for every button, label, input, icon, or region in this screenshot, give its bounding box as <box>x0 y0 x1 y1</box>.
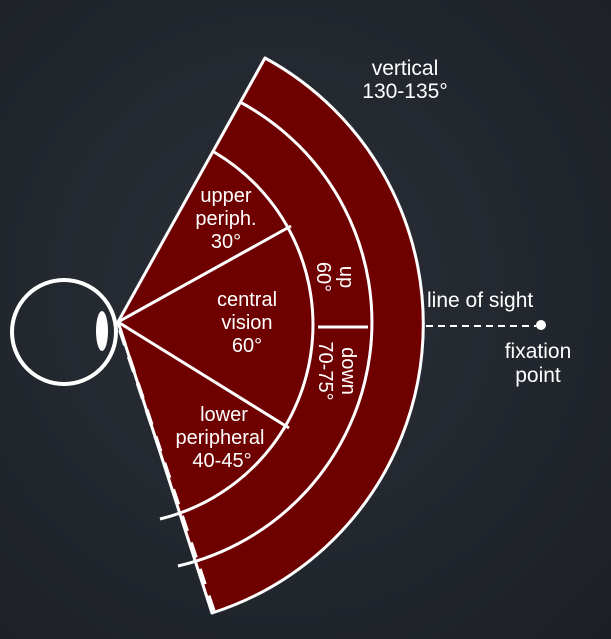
vertical-label-line1: vertical <box>372 57 439 80</box>
vertical-label-line2: 130-135° <box>362 80 447 103</box>
dashed-reference-line <box>118 329 216 613</box>
upper-divider-line <box>117 224 292 324</box>
down-label: down 70-75° <box>314 341 359 400</box>
lower-label-line3: 40-45° <box>192 450 251 472</box>
central-label-line3: 60° <box>232 335 262 357</box>
down-label-line1: down <box>337 347 359 395</box>
lower-label-line2: peripheral <box>176 427 265 449</box>
fixation-label-line2: point <box>515 364 561 387</box>
middle-arc <box>177 100 374 568</box>
lower-divider-line <box>117 320 290 430</box>
eye-icon <box>10 278 118 386</box>
upper-label-line2: periph. <box>195 208 256 230</box>
up-label: up 60° <box>312 262 357 292</box>
line-of-sight-label: line of sight <box>427 289 533 312</box>
upper-label-line3: 30° <box>211 231 241 253</box>
fixation-label-line1: fixation <box>505 340 572 363</box>
up-label-line2: 60° <box>312 262 334 292</box>
upper-label-line1: upper <box>200 185 251 207</box>
inner-arc <box>159 150 315 521</box>
central-label-line1: central <box>217 289 277 311</box>
fixation-point-dot <box>536 320 546 330</box>
lower-label-line1: lower <box>200 404 248 426</box>
vertical-field-sector <box>116 56 425 615</box>
eye-lens-icon <box>96 311 108 351</box>
up-label-line1: up <box>335 266 357 288</box>
down-label-line2: 70-75° <box>314 341 336 400</box>
central-label-line2: vision <box>221 312 272 334</box>
